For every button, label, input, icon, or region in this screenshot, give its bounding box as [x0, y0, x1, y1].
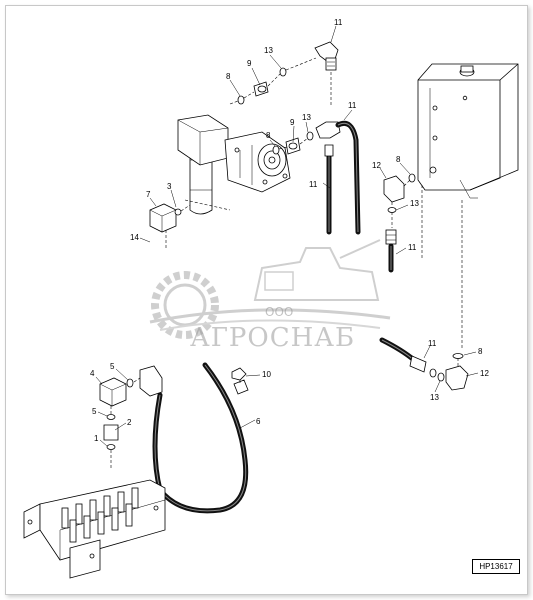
callout-14: 14: [130, 233, 139, 242]
elbow-fitting-12-upper: [383, 173, 416, 273]
watermark-ooo: ООО: [265, 305, 293, 319]
hydraulic-tank: [417, 63, 519, 350]
callout-12: 12: [372, 161, 381, 170]
control-valve-bank: [23, 479, 166, 579]
fittings-middle-chain: [272, 121, 341, 155]
callout-2: 2: [127, 418, 132, 427]
callout-11: 11: [348, 101, 357, 110]
callout-8: 8: [266, 131, 271, 140]
callout-9: 9: [290, 118, 295, 127]
callout-5: 5: [92, 407, 97, 416]
valve-block-4: [99, 377, 141, 470]
callout-1: 1: [94, 434, 99, 443]
pump-assembly: [165, 114, 291, 250]
callout-3: 3: [167, 182, 172, 191]
hose-11-upper: [324, 120, 361, 235]
callout-10: 10: [262, 370, 271, 379]
callout-11: 11: [408, 243, 417, 252]
valve-spools: [61, 487, 139, 543]
watermark-logo: [149, 239, 391, 339]
hose-6: [139, 362, 249, 514]
callout-11: 11: [309, 180, 318, 189]
fitting-10: [231, 367, 249, 395]
hose-11-lower-right: [379, 337, 469, 391]
callout-13: 13: [264, 46, 273, 55]
valve-block-7: [149, 203, 191, 233]
callout-13: 13: [430, 393, 439, 402]
callout-4: 4: [90, 369, 95, 378]
callout-8: 8: [478, 347, 483, 356]
callout-11: 11: [428, 339, 437, 348]
callout-9: 9: [247, 59, 252, 68]
callout-8: 8: [226, 72, 231, 81]
elbow-fitting-top: [314, 41, 339, 105]
callout-5: 5: [110, 362, 115, 371]
leader-lines: [95, 25, 479, 447]
callout-13: 13: [410, 199, 419, 208]
callout-6: 6: [256, 417, 261, 426]
figure-reference-label: HP13617: [472, 559, 520, 574]
callout-13: 13: [302, 113, 311, 122]
callout-12: 12: [480, 369, 489, 378]
fittings-upper-chain: [229, 57, 317, 105]
callout-8: 8: [396, 155, 401, 164]
callout-7: 7: [146, 190, 151, 199]
callout-labels: 11 13 9 8 11 13 9 8 11 7 3 14 12 8 13 11…: [90, 18, 489, 443]
watermark-brand: АГРОСНАБ: [190, 323, 355, 353]
callout-11: 11: [334, 18, 343, 27]
